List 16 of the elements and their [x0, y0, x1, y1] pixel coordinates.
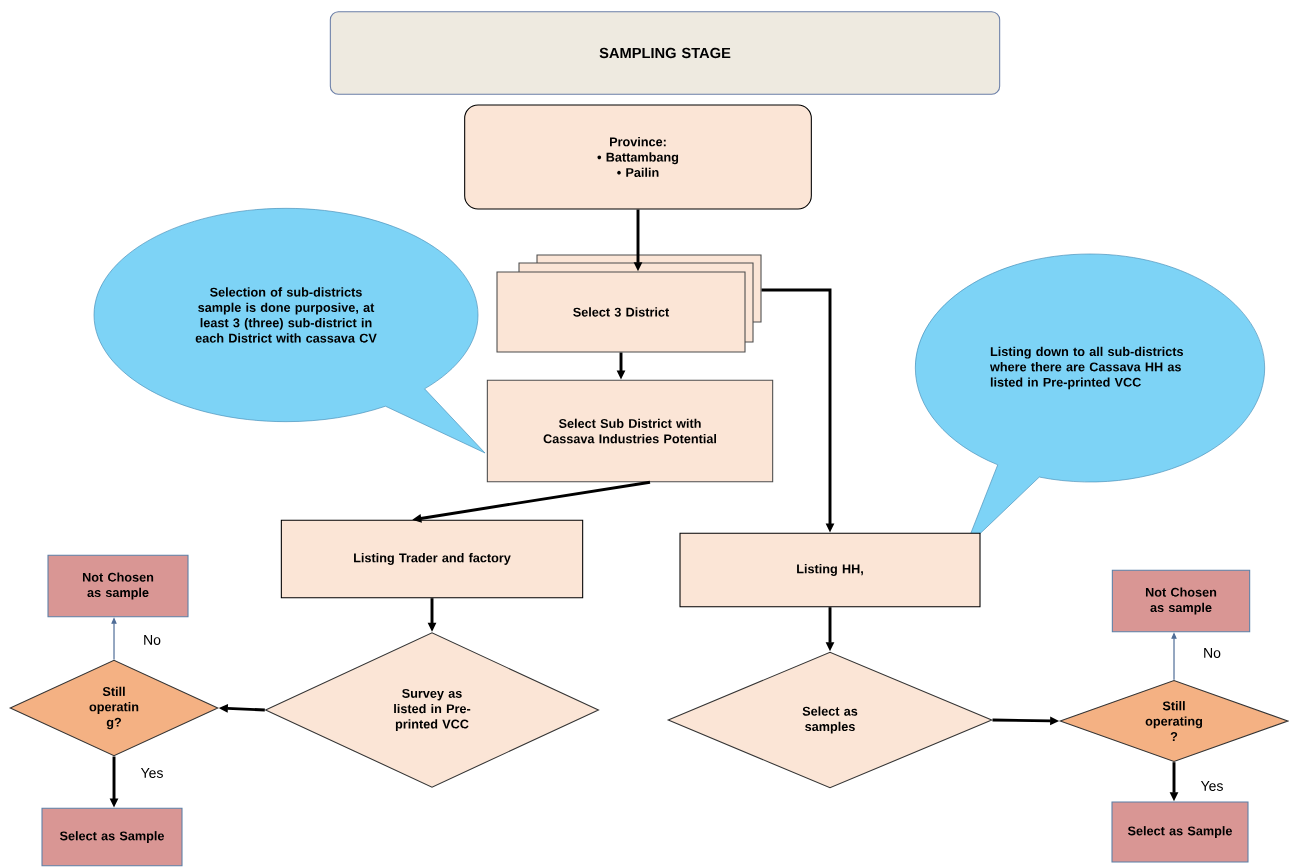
- process-box: Listing HH,: [679, 532, 981, 608]
- speech-bubble: Listing down to all sub-districts where there are Cassava HH as listed in Pre-printed VCC: [915, 253, 1265, 549]
- result-box: Select as Sample: [1111, 801, 1249, 863]
- result-box: Not Chosen as sample: [1111, 569, 1251, 633]
- rounded-box: Province: • Battambang • Pailin: [464, 104, 812, 210]
- process-box: Listing Trader and factory: [280, 519, 584, 599]
- edge-label: No: [144, 635, 161, 645]
- document-stack: Select 3 District: [496, 254, 762, 353]
- edge-label: Yes: [140, 768, 163, 778]
- result-box: Not Chosen as sample: [47, 554, 189, 618]
- edge-label: No: [1204, 648, 1221, 658]
- result-box: Select as Sample: [41, 807, 183, 867]
- speech-bubble: Selection of sub-districts sample is done purposive, at least 3 (three) sub-district in each District with cassava CV: [93, 208, 486, 454]
- input-card: Select Sub District with Cassava Industries Potential: [486, 379, 774, 483]
- title-box: SAMPLING STAGE: [329, 11, 1001, 95]
- edge-label: Yes: [1200, 781, 1223, 791]
